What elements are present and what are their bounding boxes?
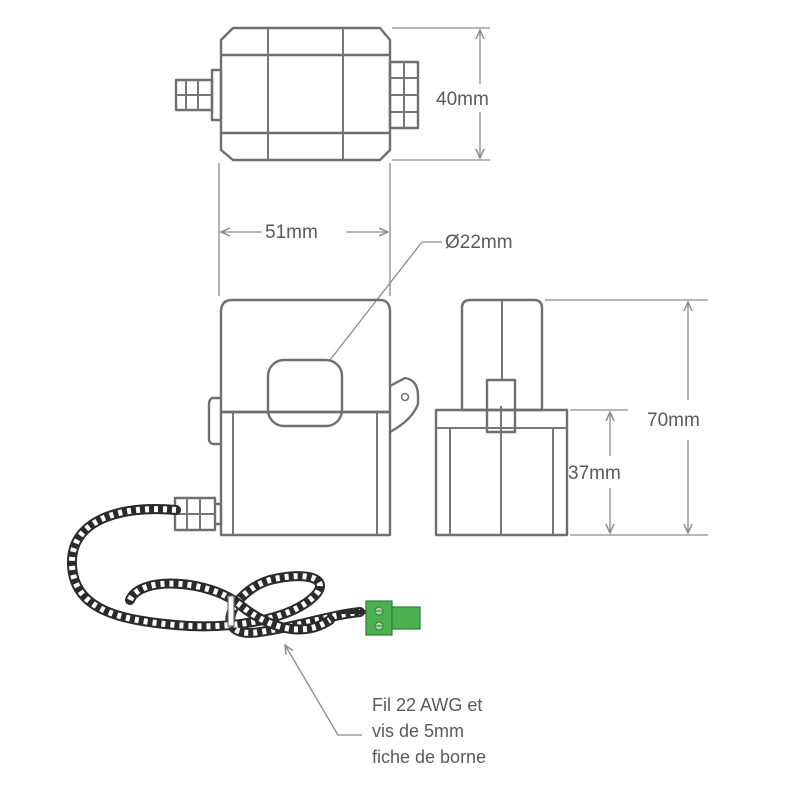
cable-note-line1: Fil 22 AWG et bbox=[372, 695, 482, 715]
total-height-dimension: 70mm bbox=[545, 299, 708, 536]
aperture-label: Ø22mm bbox=[445, 232, 513, 253]
cable-note-line3: fiche de borne bbox=[372, 747, 486, 767]
terminal-block-icon bbox=[365, 600, 421, 636]
aperture-dimension: Ø22mm bbox=[329, 232, 513, 361]
side-view bbox=[434, 298, 569, 537]
front-view bbox=[173, 298, 420, 537]
twisted-cable bbox=[66, 504, 368, 638]
depth-label: 40mm bbox=[436, 89, 489, 110]
width-label: 51mm bbox=[265, 222, 318, 243]
cable-note-line2: vis de 5mm bbox=[372, 721, 464, 741]
width-dimension: 51mm bbox=[218, 163, 391, 296]
base-height-dimension: 37mm bbox=[568, 409, 628, 533]
cable-note: Fil 22 AWG et vis de 5mm fiche de borne bbox=[285, 645, 486, 767]
total-height-label: 70mm bbox=[647, 410, 700, 431]
base-height-label: 37mm bbox=[568, 463, 621, 484]
depth-dimension: 40mm bbox=[392, 27, 490, 161]
top-view bbox=[174, 26, 420, 162]
